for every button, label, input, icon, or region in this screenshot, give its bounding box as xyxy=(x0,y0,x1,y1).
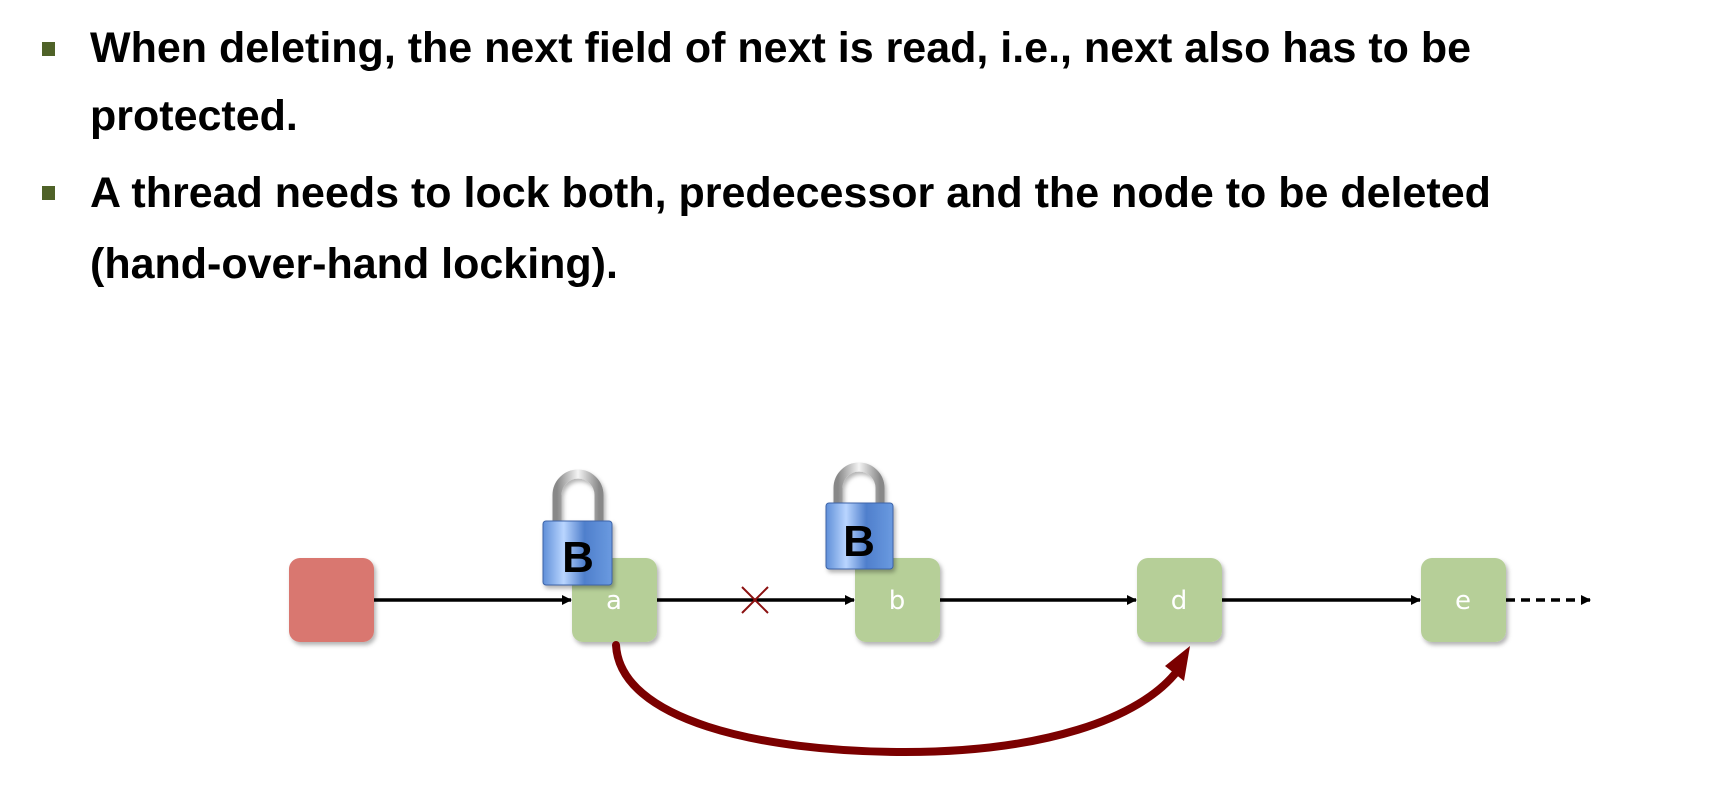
lock-icon-b: B xyxy=(825,462,894,570)
bullet-1-line-1: When deleting, the next field of next is… xyxy=(90,24,1472,72)
node-e-label: e xyxy=(1455,586,1471,616)
node-e: e xyxy=(1421,558,1506,642)
bullet-2-line-2: (hand-over-hand locking). xyxy=(90,240,618,288)
bullet-marker-2 xyxy=(42,186,55,200)
node-d: d xyxy=(1137,558,1222,642)
bullet-2-line-1: A thread needs to lock both, predecessor… xyxy=(90,169,1491,217)
bullet-marker-1 xyxy=(42,42,55,56)
node-b-label: b xyxy=(889,586,906,616)
cut-link-x-icon xyxy=(741,586,769,614)
redirect-arrowhead xyxy=(1165,646,1190,681)
bullet-1-line-2: protected. xyxy=(90,92,298,140)
node-b: b xyxy=(855,558,940,642)
lock-icon-a: B xyxy=(542,469,613,586)
head-node xyxy=(289,558,374,642)
lock-b-label: B xyxy=(843,517,875,566)
node-d-label: d xyxy=(1171,586,1188,616)
lock-a-label: B xyxy=(562,533,594,582)
redirect-arrow-a-to-d xyxy=(612,641,1182,757)
node-a-label: a xyxy=(606,586,622,616)
